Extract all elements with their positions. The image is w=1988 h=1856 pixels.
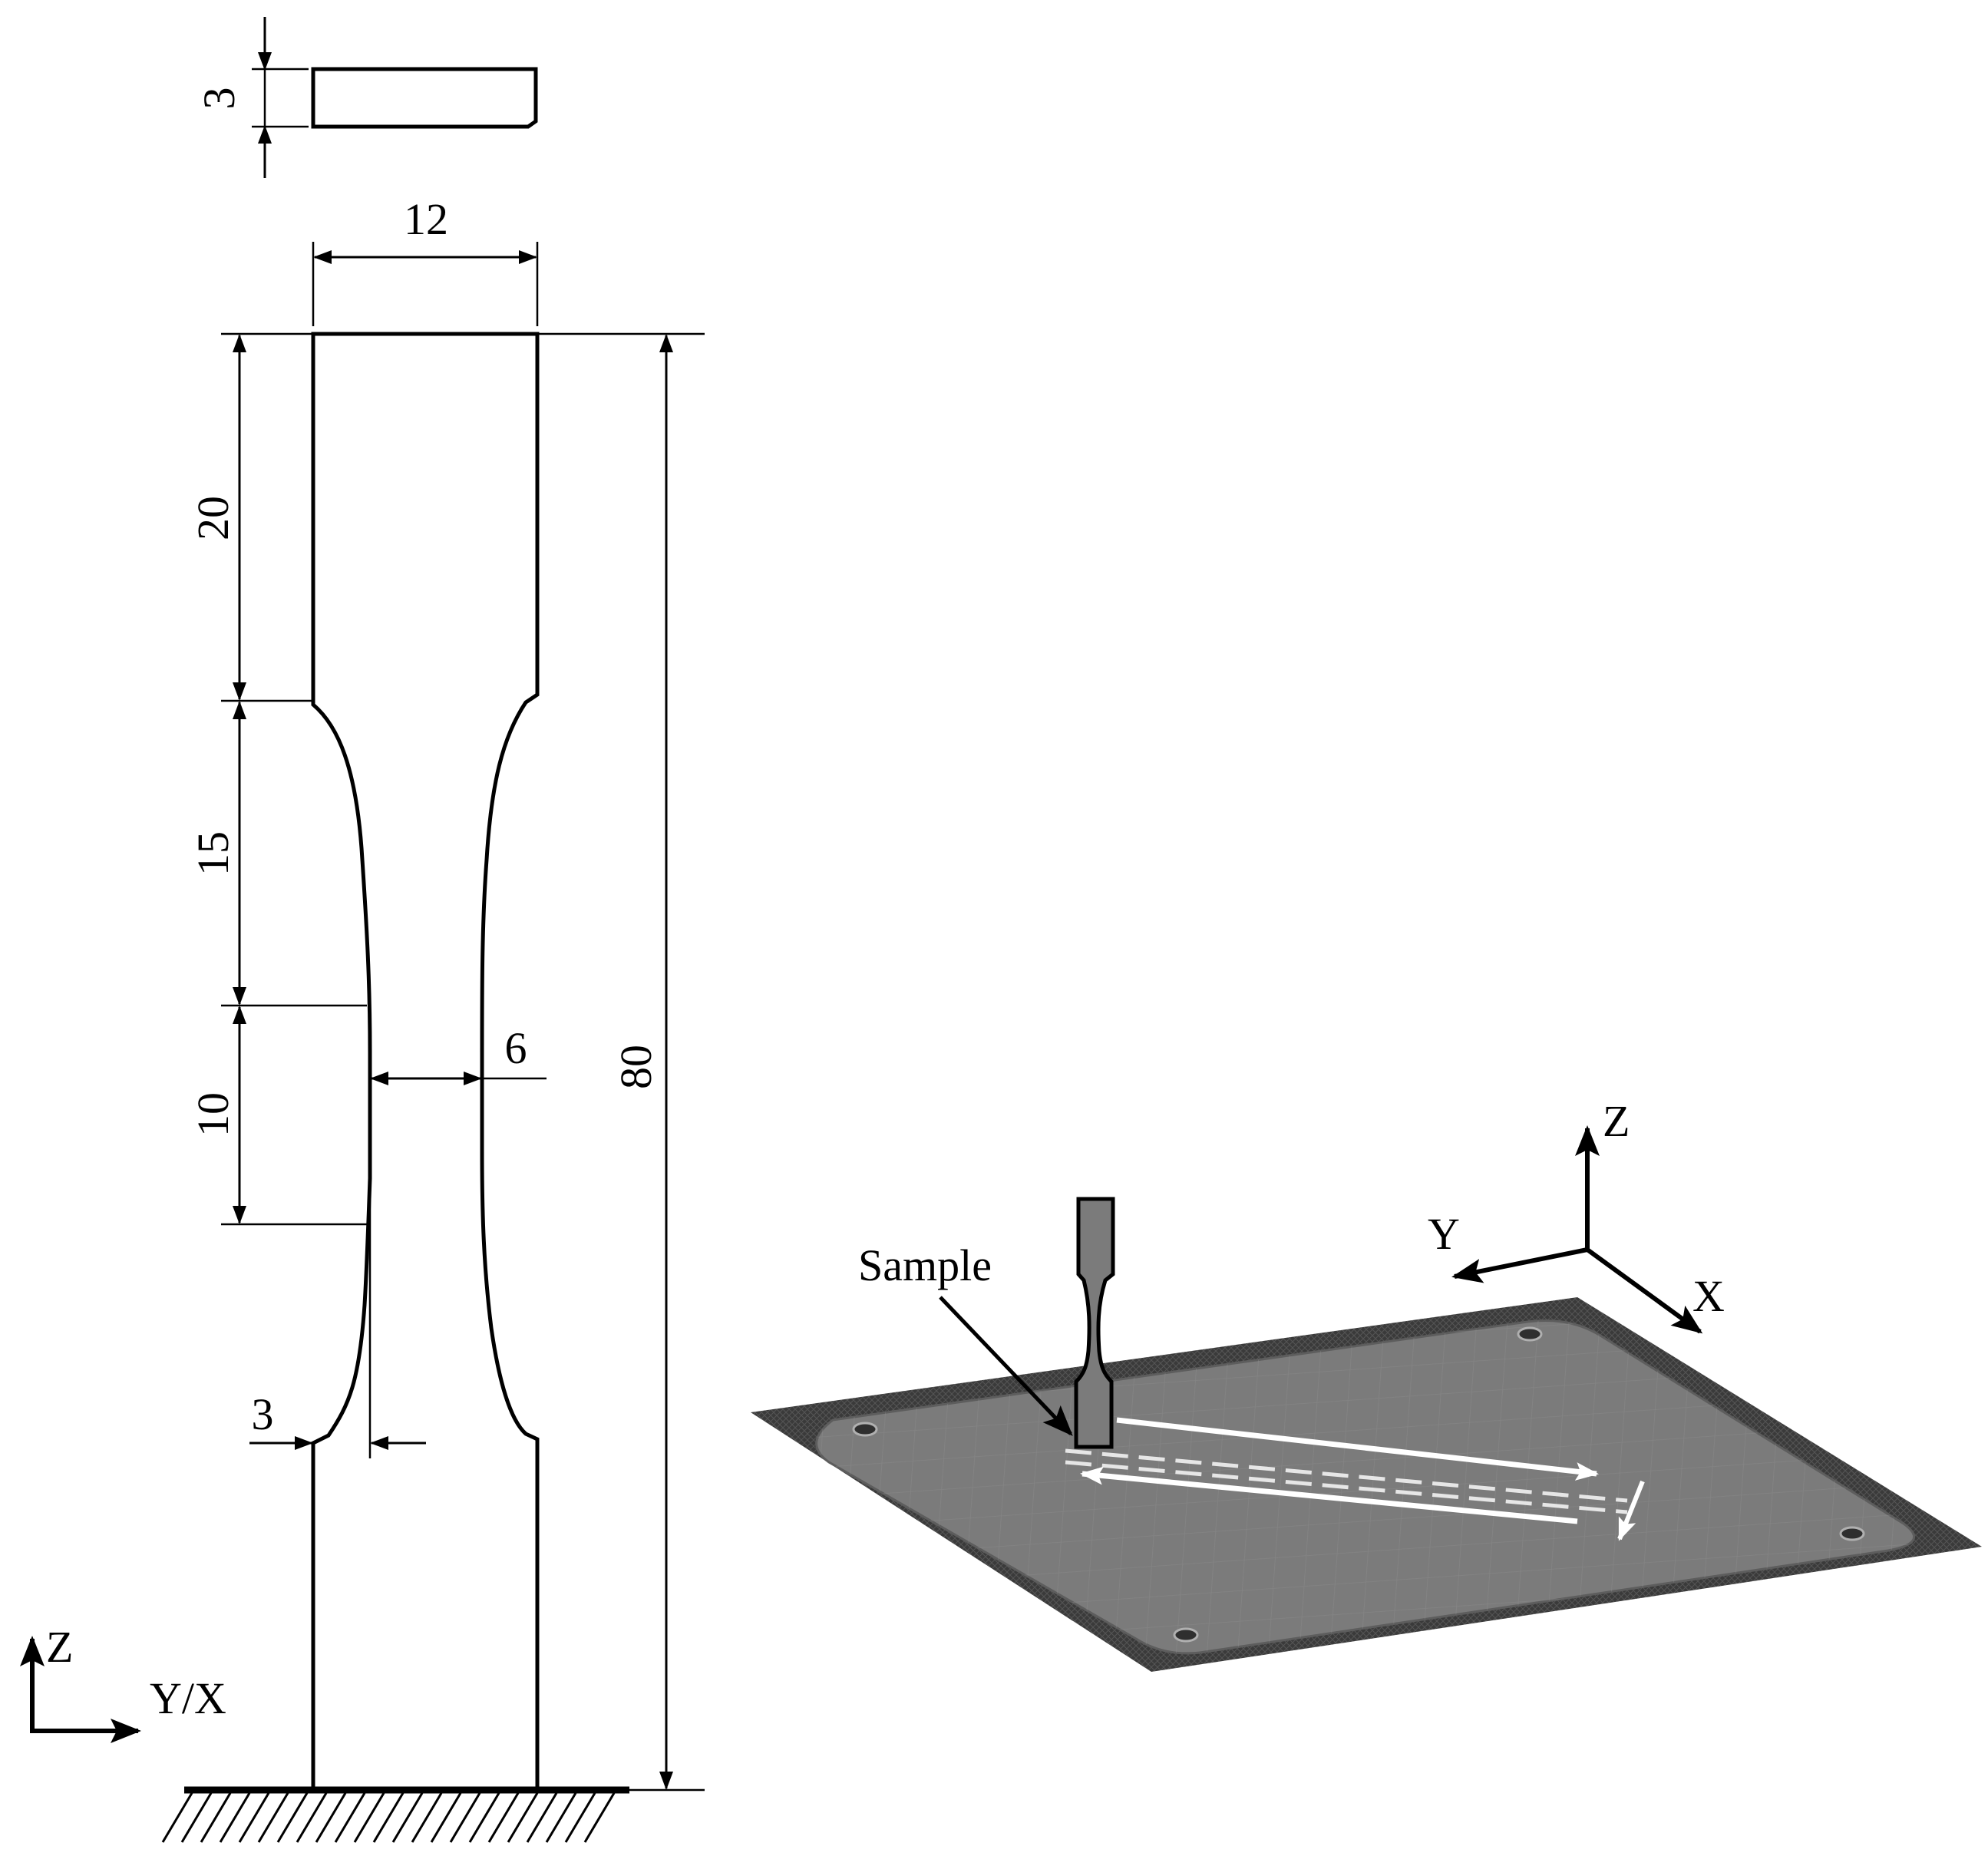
- mounting-screw-holes: [852, 1326, 1865, 1643]
- screw-hole: [852, 1422, 878, 1437]
- screw-hole: [1839, 1526, 1865, 1541]
- path-step-arrow: [1617, 1480, 1645, 1541]
- yx-axis-label: Y/X: [150, 1673, 226, 1723]
- right-axis-triad: Z Y X: [1428, 1096, 1725, 1334]
- scan-path: [1065, 1417, 1645, 1541]
- sample-specimen: [1074, 1197, 1115, 1449]
- specimen-front-view: 12 20 15 10 6 80 3: [161, 194, 705, 1843]
- sample-leader-arrow: [939, 1296, 1073, 1436]
- path-arrow-forward: [1116, 1417, 1599, 1481]
- x-axis-arrow: [1586, 1247, 1703, 1334]
- y-axis-label: Y: [1428, 1209, 1460, 1259]
- transition-length-dim-label: 15: [188, 831, 238, 876]
- z-axis-label: Z: [1603, 1096, 1630, 1146]
- path-dashed-line: [1065, 1460, 1628, 1514]
- build-plate-view: Sample: [751, 1197, 1982, 1672]
- y-axis-arrow: [1451, 1247, 1588, 1283]
- x-axis-label: X: [1692, 1271, 1725, 1321]
- sample-label: Sample: [858, 1240, 992, 1290]
- screw-hole: [1517, 1326, 1543, 1342]
- screw-hole: [1173, 1627, 1199, 1643]
- grip-length-dim-label: 20: [188, 496, 238, 540]
- path-dashed-line: [1065, 1448, 1628, 1503]
- total-length-dim-label: 80: [611, 1045, 661, 1089]
- left-axis-triad: Z Y/X: [19, 1622, 226, 1743]
- cross-section-outline: [311, 67, 538, 129]
- cross-section-view: 3: [194, 17, 538, 178]
- gauge-length-dim-label: 10: [188, 1092, 238, 1137]
- width-dim-label: 12: [404, 194, 448, 244]
- thickness-dim-label: 3: [194, 88, 244, 110]
- gauge-width-dim-label: 6: [505, 1023, 527, 1073]
- specimen-outline: [311, 332, 540, 1790]
- path-arrow-return: [1080, 1466, 1578, 1524]
- ground-hatch: [161, 1792, 616, 1843]
- z-axis-label: Z: [46, 1622, 73, 1672]
- fillet-offset-dim-label: 3: [252, 1389, 274, 1439]
